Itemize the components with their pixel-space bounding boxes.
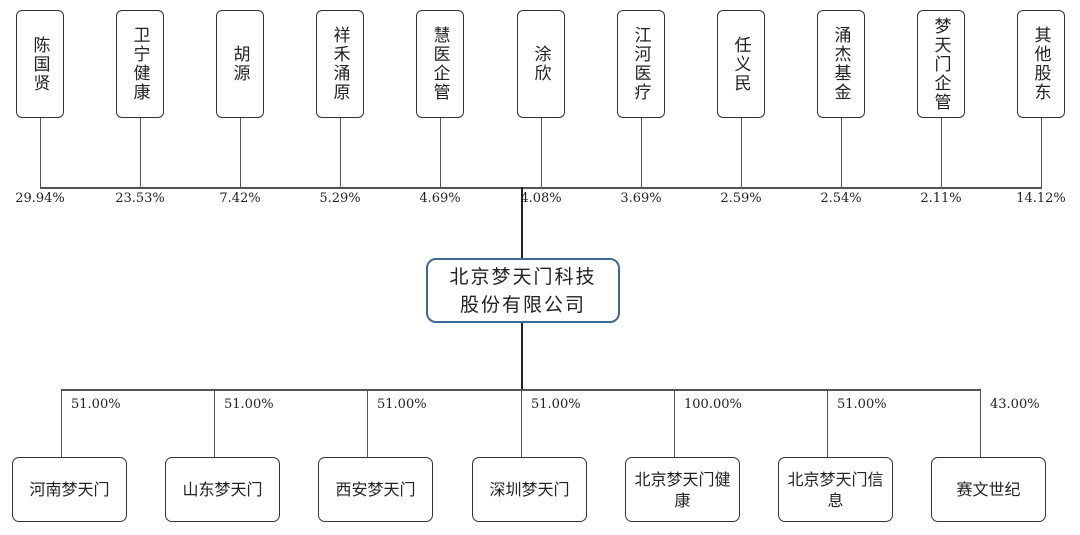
shareholder-connector — [440, 118, 441, 188]
shareholder-box: 其他股东 — [1017, 10, 1065, 118]
shareholder-percentage: 14.12% — [1016, 191, 1066, 206]
company-box: 北京梦天门科技 股份有限公司 — [426, 258, 620, 323]
shareholder-percentage: 3.69% — [620, 191, 662, 206]
center-up-line — [521, 187, 523, 258]
shareholder-name: 任义民 — [730, 35, 751, 93]
shareholder-box: 祥禾涌原 — [316, 10, 364, 118]
shareholder-connector — [941, 118, 942, 188]
shareholder-connector — [340, 118, 341, 188]
shareholder-box: 江河医疗 — [617, 10, 665, 118]
shareholder-name: 梦天门企管 — [930, 16, 951, 112]
shareholder-connector — [1041, 118, 1042, 188]
shareholder-box: 卫宁健康 — [116, 10, 164, 118]
shareholder-connector — [741, 118, 742, 188]
subsidiary-name: 赛文世纪 — [956, 480, 1021, 499]
shareholder-name: 卫宁健康 — [129, 26, 150, 102]
shareholder-box: 梦天门企管 — [917, 10, 965, 118]
subsidiary-box: 深圳梦天门 — [472, 457, 587, 522]
shareholder-percentage: 4.69% — [419, 191, 461, 206]
shareholder-box: 涌杰基金 — [817, 10, 865, 118]
company-name-line2: 股份有限公司 — [459, 293, 586, 316]
shareholder-name: 慧医企管 — [429, 26, 450, 102]
subsidiary-percentage: 51.00% — [531, 397, 581, 412]
shareholder-name: 江河医疗 — [630, 26, 651, 102]
subsidiary-box: 赛文世纪 — [931, 457, 1046, 522]
company-name-line1: 北京梦天门科技 — [449, 265, 597, 288]
subsidiary-name: 河南梦天门 — [29, 480, 110, 499]
shareholder-percentage: 2.59% — [720, 191, 762, 206]
subsidiary-box: 河南梦天门 — [12, 457, 127, 522]
shareholder-connector — [541, 118, 542, 188]
shareholder-connector — [641, 118, 642, 188]
shareholder-name: 其他股东 — [1030, 26, 1051, 102]
subsidiary-connector — [214, 390, 215, 457]
shareholder-percentage: 2.11% — [920, 191, 962, 206]
shareholder-connector — [841, 118, 842, 188]
shareholder-box: 涂欣 — [517, 10, 565, 118]
shareholder-name: 胡源 — [229, 45, 250, 83]
subsidiary-name: 山东梦天门 — [182, 480, 263, 499]
subsidiary-name: 北京梦天门信息 — [787, 469, 884, 510]
subsidiary-percentage: 51.00% — [837, 397, 887, 412]
subsidiary-name: 西安梦天门 — [335, 480, 416, 499]
shareholder-percentage: 4.08% — [520, 191, 562, 206]
shareholder-name: 陈国贤 — [29, 35, 50, 93]
subsidiary-connector — [61, 390, 62, 457]
shareholder-box: 胡源 — [216, 10, 264, 118]
shareholder-name: 涌杰基金 — [830, 26, 851, 102]
shareholder-name: 祥禾涌原 — [329, 26, 350, 102]
shareholder-connector — [140, 118, 141, 188]
subsidiary-connector — [827, 390, 828, 457]
shareholder-percentage: 7.42% — [219, 191, 261, 206]
subsidiary-box: 西安梦天门 — [318, 457, 433, 522]
subsidiary-percentage: 51.00% — [224, 397, 274, 412]
shareholder-percentage: 5.29% — [319, 191, 361, 206]
subsidiary-box: 北京梦天门健康 — [625, 457, 740, 522]
subsidiary-box: 山东梦天门 — [165, 457, 280, 522]
subsidiary-bus-line — [61, 389, 981, 391]
shareholder-box: 慧医企管 — [416, 10, 464, 118]
subsidiary-percentage: 43.00% — [990, 397, 1040, 412]
subsidiary-connector — [674, 390, 675, 457]
subsidiary-percentage: 51.00% — [377, 397, 427, 412]
shareholder-percentage: 23.53% — [115, 191, 165, 206]
subsidiary-name: 北京梦天门健康 — [634, 469, 731, 510]
subsidiary-connector — [367, 390, 368, 457]
shareholder-connector — [40, 118, 41, 188]
subsidiary-box: 北京梦天门信息 — [778, 457, 893, 522]
shareholder-box: 陈国贤 — [16, 10, 64, 118]
center-down-line — [521, 323, 523, 390]
shareholder-percentage: 29.94% — [15, 191, 65, 206]
subsidiary-percentage: 51.00% — [71, 397, 121, 412]
subsidiary-connector — [521, 390, 522, 457]
subsidiary-percentage: 100.00% — [684, 397, 742, 412]
shareholder-percentage: 2.54% — [820, 191, 862, 206]
subsidiary-connector — [980, 390, 981, 457]
shareholder-connector — [240, 118, 241, 188]
shareholder-box: 任义民 — [717, 10, 765, 118]
subsidiary-name: 深圳梦天门 — [489, 480, 570, 499]
shareholder-name: 涂欣 — [530, 45, 551, 83]
